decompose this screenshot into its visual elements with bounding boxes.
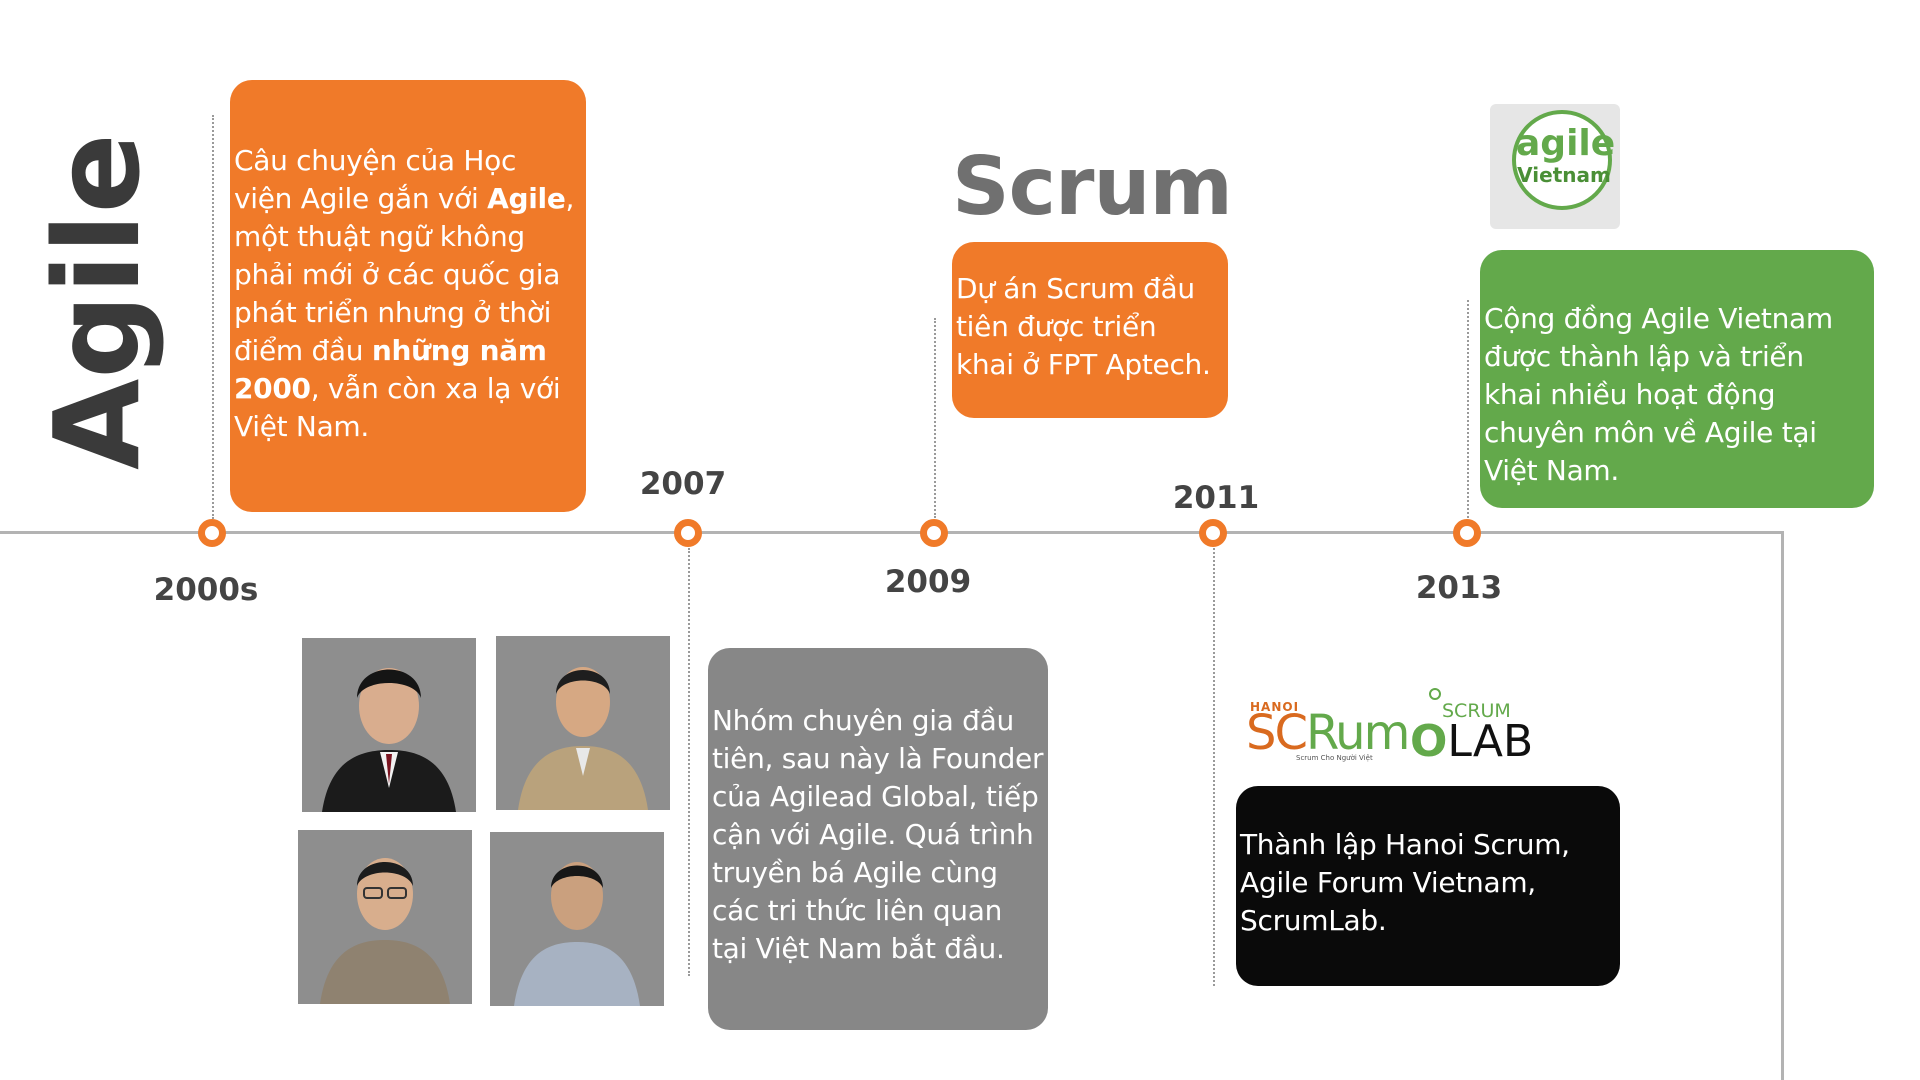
person-silhouette-icon (298, 830, 472, 1004)
agile-vietnam-logo-line1: agile (1516, 123, 1616, 164)
scrumlab-bubble-icon (1429, 688, 1441, 700)
hanoi-scrum-logo-tagline: Scrum Cho Người Việt (1296, 754, 1373, 762)
person-silhouette-icon (302, 638, 476, 812)
photo-expert-4 (490, 832, 664, 1006)
hanoi-scrum-logo-big: SCRum (1246, 705, 1410, 761)
hanoi-scrum-logo-small: HANOI (1250, 700, 1300, 714)
event-2013-text: Cộng đồng Agile Vietnam được thành lập v… (1484, 302, 1833, 487)
timeline-line (0, 531, 1782, 534)
year-label-2000s: 2000s (153, 572, 259, 608)
scrumlab-logo-scrum: SCRUM (1442, 700, 1511, 722)
agile-vietnam-logo: agile Vietnam (1490, 104, 1620, 229)
photo-expert-3 (298, 830, 472, 1004)
event-2011-text: Thành lập Hanoi Scrum, Agile Forum Vietn… (1240, 828, 1570, 937)
connector-2007 (688, 548, 690, 976)
person-silhouette-icon (496, 636, 670, 810)
scrum-heading: Scrum (952, 140, 1233, 233)
event-2009-text: Dự án Scrum đầu tiên được triển khai ở F… (956, 272, 1211, 381)
timeline-dot-2007 (674, 519, 702, 547)
photo-expert-1 (302, 638, 476, 812)
event-2007-text: Nhóm chuyên gia đầu tiên, sau này là Fou… (712, 704, 1044, 965)
photo-expert-2 (496, 636, 670, 810)
agile-vietnam-logo-ring (1512, 110, 1612, 210)
year-label-2007: 2007 (639, 466, 727, 502)
agile-vietnam-logo-line2: Vietnam (1517, 163, 1611, 187)
year-label-2013: 2013 (1415, 570, 1503, 606)
scrumlab-logo: SCRUM OLAB (1404, 688, 1533, 766)
timeline-dot-2009 (920, 519, 948, 547)
person-silhouette-icon (490, 832, 664, 1006)
connector-2011 (1213, 548, 1215, 986)
event-2000s-text: Câu chuyện của Học viện Agile gắn với Ag… (234, 144, 575, 443)
connector-2000s (212, 115, 214, 519)
year-label-2011: 2011 (1172, 480, 1260, 516)
event-box-2007: Nhóm chuyên gia đầu tiên, sau này là Fou… (708, 648, 1048, 1030)
event-box-2000s: Câu chuyện của Học viện Agile gắn với Ag… (230, 80, 586, 512)
timeline-dot-2000s (198, 519, 226, 547)
event-box-2011: Thành lập Hanoi Scrum, Agile Forum Vietn… (1236, 786, 1620, 986)
timeline-end-line (1781, 531, 1784, 1080)
connector-2009 (934, 318, 936, 518)
event-box-2009: Dự án Scrum đầu tiên được triển khai ở F… (952, 242, 1228, 418)
timeline-dot-2011 (1199, 519, 1227, 547)
timeline-dot-2013 (1453, 519, 1481, 547)
agile-title-text: Agile (28, 133, 166, 470)
hanoi-scrum-logo: HANOI SCRum Scrum Cho Người Việt (1246, 700, 1410, 762)
scrumlab-logo-lab: OLAB (1410, 716, 1534, 767)
event-box-2013: Cộng đồng Agile Vietnam được thành lập v… (1480, 250, 1874, 508)
connector-2013 (1467, 300, 1469, 518)
year-label-2009: 2009 (884, 564, 972, 600)
